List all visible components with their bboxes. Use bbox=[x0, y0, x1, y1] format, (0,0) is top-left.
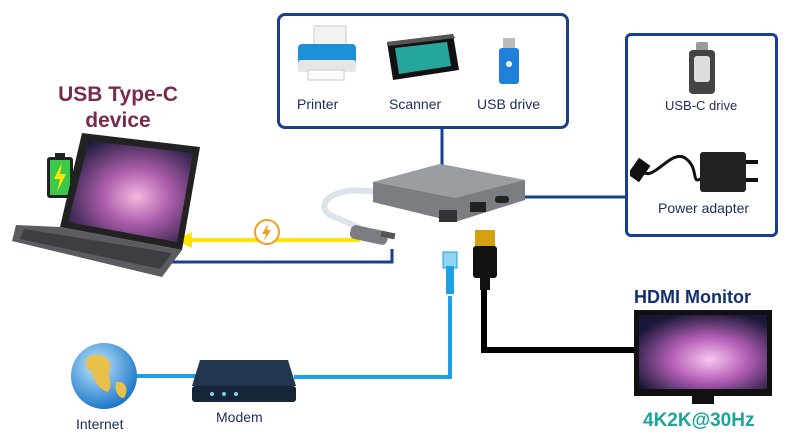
usbc-cable bbox=[321, 187, 377, 231]
power-adapter-icon bbox=[630, 152, 758, 192]
device-title-line2: device bbox=[85, 109, 151, 132]
monitor-title: HDMI Monitor bbox=[634, 287, 751, 307]
monitor-resolution: 4K2K@30Hz bbox=[643, 410, 755, 431]
power-adapter-label: Power adapter bbox=[658, 200, 750, 216]
usbc-drive-icon bbox=[689, 42, 715, 94]
hdmi-plug bbox=[473, 230, 497, 290]
usb-drive-icon bbox=[499, 38, 519, 84]
hdmi-cable bbox=[481, 290, 636, 353]
device-title: USB Type-C device bbox=[48, 82, 188, 134]
laptop-link-line bbox=[152, 249, 394, 264]
internet-label: Internet bbox=[76, 416, 124, 432]
ethernet-cable bbox=[294, 296, 452, 379]
battery-icon bbox=[47, 153, 73, 198]
device-title-line1: USB Type-C bbox=[58, 83, 178, 106]
globe-icon bbox=[71, 343, 137, 409]
hub-icon bbox=[349, 164, 525, 245]
power-bolt-icon bbox=[254, 219, 280, 245]
ethernet-plug bbox=[442, 251, 458, 294]
power-arrow-head bbox=[176, 232, 192, 248]
scanner-icon bbox=[387, 34, 459, 80]
printer-icon bbox=[298, 25, 356, 81]
usbc-drive-label: USB-C drive bbox=[665, 98, 738, 113]
laptop-icon bbox=[12, 133, 200, 277]
modem-icon bbox=[192, 360, 296, 402]
usb-drive-label: USB drive bbox=[477, 96, 541, 112]
modem-label: Modem bbox=[216, 409, 263, 425]
scanner-label: Scanner bbox=[389, 96, 442, 112]
monitor-icon bbox=[634, 310, 772, 404]
printer-label: Printer bbox=[297, 96, 339, 112]
